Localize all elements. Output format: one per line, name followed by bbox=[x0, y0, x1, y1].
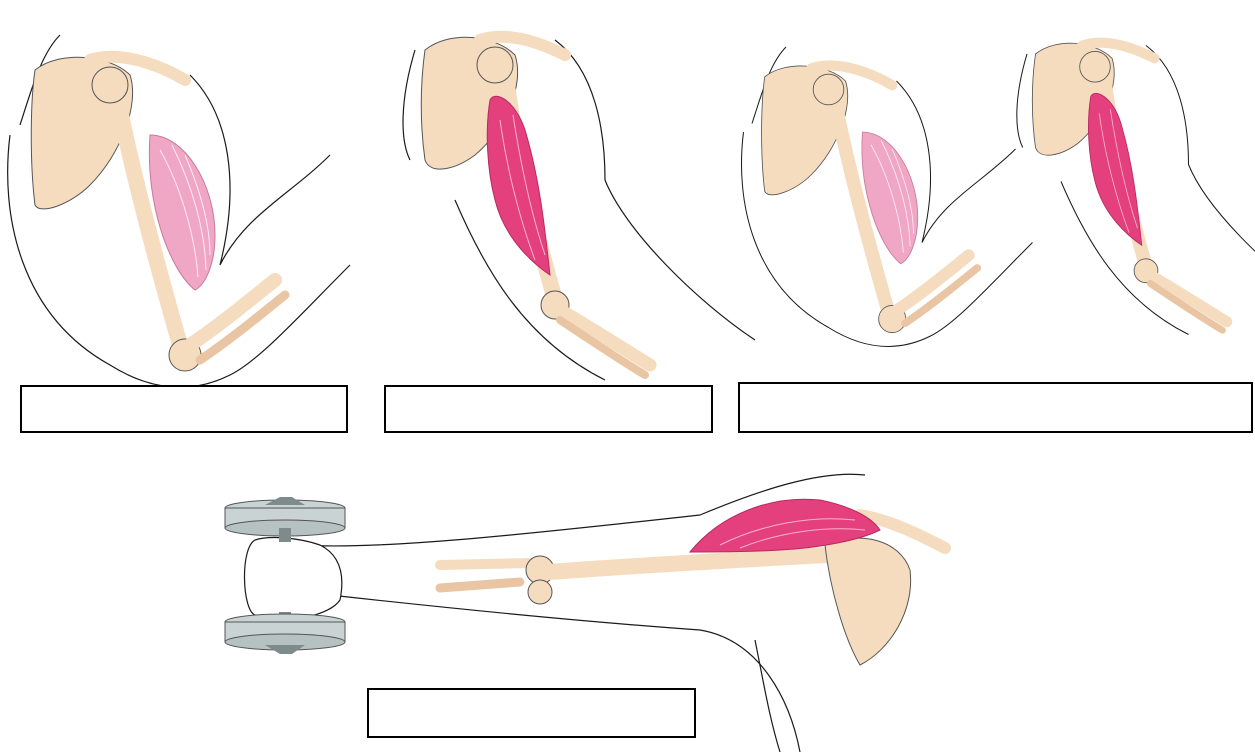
panel-1-flexed-arm-relaxed-muscle bbox=[8, 35, 350, 387]
label-box-1[interactable] bbox=[20, 385, 348, 433]
panel-3b-extended-arm-contracted-muscle bbox=[1017, 43, 1255, 335]
panel-2-extended-arm-contracted-muscle bbox=[403, 37, 755, 380]
label-box-3[interactable] bbox=[738, 382, 1253, 433]
label-box-4[interactable] bbox=[367, 688, 696, 738]
label-box-2[interactable] bbox=[384, 385, 713, 433]
panel-3a-flexed-arm-relaxed-muscle bbox=[742, 47, 1033, 346]
